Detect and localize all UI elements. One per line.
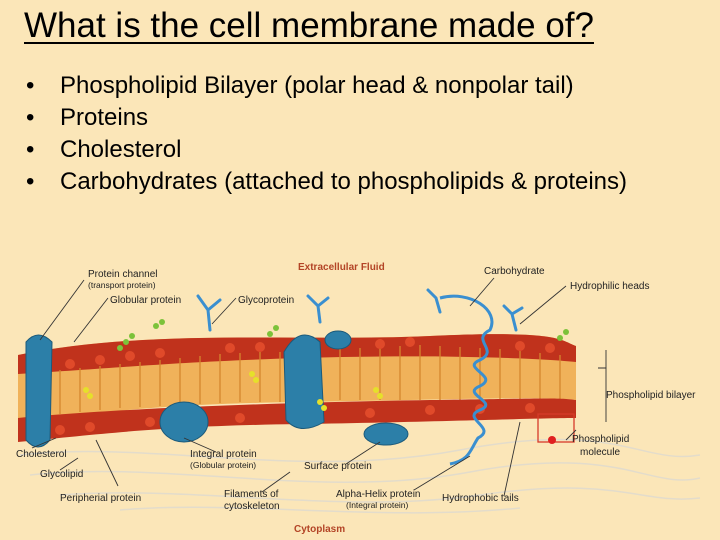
cholesterol-label: Cholesterol xyxy=(16,449,67,460)
bullet-dot: • xyxy=(26,168,35,195)
surface-protein-label: Surface protein xyxy=(304,461,372,472)
protein-channel-label: Protein channel xyxy=(88,269,158,280)
phospholipid-molecule-label-2: molecule xyxy=(580,447,620,458)
carbohydrate-chains xyxy=(196,288,524,332)
bullet-dot: • xyxy=(26,136,35,163)
glycolipids xyxy=(117,319,569,351)
bullet-dot: • xyxy=(26,72,35,99)
bullet-text: Carbohydrates (attached to phospholipids… xyxy=(60,168,627,195)
cell-membrane-diagram: Extracellular Fluid Cytoplasm Protein ch… xyxy=(16,262,701,535)
leader-lines xyxy=(31,277,607,497)
alpha-helix-protein xyxy=(439,294,494,466)
cholesterol-molecules xyxy=(83,371,383,411)
cytoplasm-label: Cytoplasm xyxy=(294,524,345,535)
integral-protein xyxy=(159,401,209,443)
alpha-helix-sub-label: (Integral protein) xyxy=(346,500,409,510)
phospholipid-molecule-highlight xyxy=(537,413,575,443)
globular-protein xyxy=(324,330,352,350)
bullet-item: • Phospholipid Bilayer (polar head & nonp… xyxy=(26,70,680,102)
bullet-text: Cholesterol xyxy=(60,136,182,163)
glycolipid-label: Glycolipid xyxy=(40,469,83,480)
bullet-item: • Proteins xyxy=(26,102,680,134)
bullet-item: • Cholesterol xyxy=(26,134,680,166)
bullet-text: Phospholipid Bilayer (polar head & nonpo… xyxy=(60,72,574,99)
hydrophobic-tails-label: Hydrophobic tails xyxy=(442,493,519,504)
transport-protein-label: (transport protein) xyxy=(88,280,156,290)
integral-protein-label: Integral protein xyxy=(190,449,257,460)
surface-protein xyxy=(363,422,409,446)
slide-title: What is the cell membrane made of? xyxy=(24,6,594,45)
extracellular-fluid-label: Extracellular Fluid xyxy=(298,262,385,273)
alpha-helix-label: Alpha-Helix protein xyxy=(336,489,421,500)
peripheral-protein-label: Peripherial protein xyxy=(60,493,141,504)
phospholipid-head-dot xyxy=(548,436,556,444)
cytoskeleton-filaments xyxy=(19,438,701,514)
filaments-label-1: Filaments of xyxy=(224,489,279,500)
carbohydrate-label: Carbohydrate xyxy=(484,266,545,277)
protein-channel xyxy=(25,334,53,448)
bullet-list: • Phospholipid Bilayer (polar head & nonp… xyxy=(26,70,680,198)
bullet-text: Proteins xyxy=(60,104,149,131)
bullet-dot: • xyxy=(26,104,35,131)
integral-protein-sub-label: (Globular protein) xyxy=(190,460,256,470)
glycoprotein-label: Glycoprotein xyxy=(238,295,294,306)
globular-integral-protein xyxy=(283,334,325,429)
filaments-label-2: cytoskeleton xyxy=(224,501,280,512)
globular-protein-label: Globular protein xyxy=(110,295,181,306)
phospholipid-molecule-label-1: Phospholipid xyxy=(572,434,629,445)
bullet-item: • Carbohydrates (attached to phospholipid… xyxy=(26,166,680,198)
phospholipid-bilayer-label: Phospholipid bilayer xyxy=(606,390,696,401)
membrane-proteins xyxy=(25,330,409,448)
hydrophilic-heads-label: Hydrophilic heads xyxy=(570,281,650,292)
